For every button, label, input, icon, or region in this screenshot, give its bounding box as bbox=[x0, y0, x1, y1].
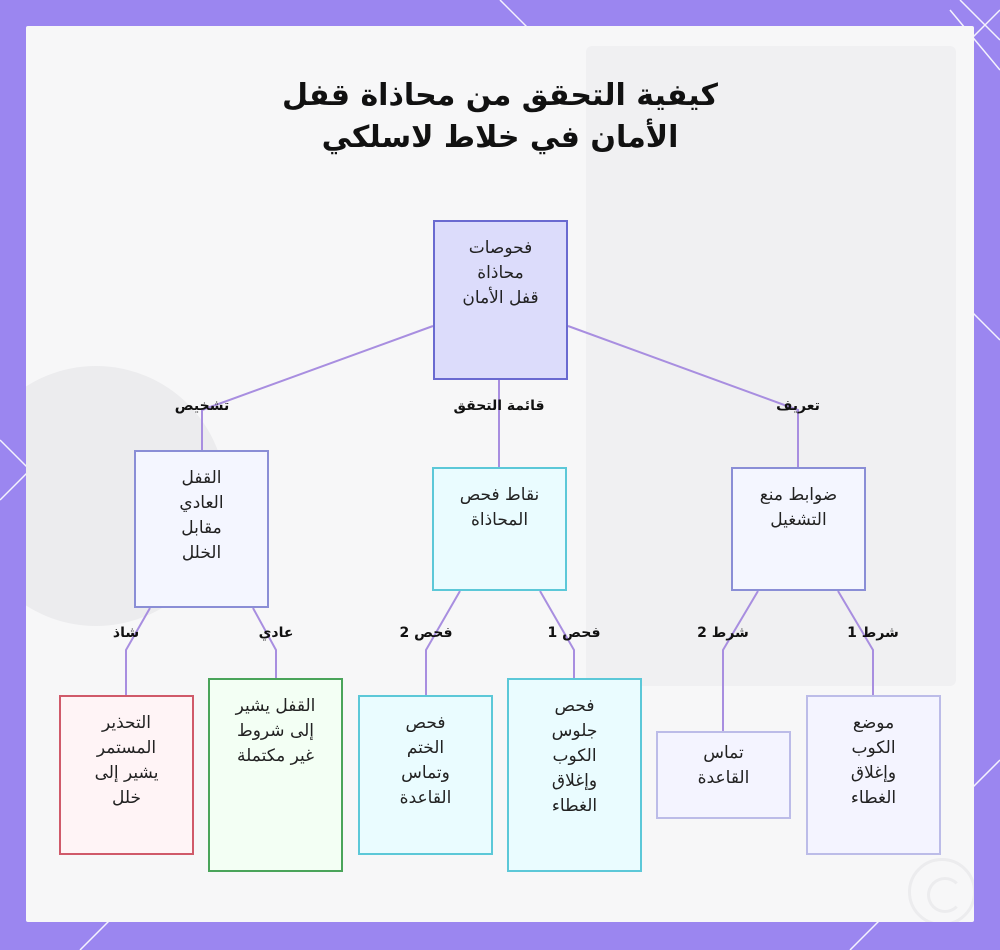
node-cup-check-text: فحص جلوس الكوب وإغلاق الغطاء bbox=[552, 694, 598, 819]
node-controls-line: التشغيل bbox=[770, 510, 827, 530]
node-diagnosis-line: العادي bbox=[179, 493, 224, 513]
watermark-logo-icon bbox=[908, 858, 974, 922]
node-root-line: فحوصات bbox=[468, 238, 533, 258]
node-diagnosis-line: الخلل bbox=[181, 543, 222, 563]
node-normal-lock-line: القفل يشير bbox=[235, 696, 316, 716]
edge-root-controls bbox=[567, 325, 799, 467]
edge-controls-cup-position bbox=[837, 590, 874, 695]
node-seal-check-line: القاعدة bbox=[399, 788, 452, 808]
edge-controls-base bbox=[722, 590, 759, 731]
edge-label-diagnosis: تشخيص bbox=[174, 398, 230, 414]
node-cup-position-line: الكوب bbox=[851, 738, 896, 758]
node-warning-line: المستمر bbox=[96, 738, 157, 758]
node-base-contact-text: تماس القاعدة bbox=[698, 741, 750, 791]
node-base-contact-line: تماس bbox=[703, 743, 744, 763]
node-controls-line: ضوابط منع bbox=[759, 485, 838, 505]
node-seal-check: فحص الختم وتماس القاعدة bbox=[358, 695, 493, 855]
node-root-text: فحوصات محاذاة قفل الأمان bbox=[462, 236, 538, 311]
edge-label-check2: فحص 2 bbox=[399, 625, 453, 641]
node-diagnosis-line: مقابل bbox=[181, 518, 222, 538]
node-diagnosis-text: القفل العادي مقابل الخلل bbox=[179, 466, 223, 566]
node-controls: ضوابط منع التشغيل bbox=[731, 467, 866, 591]
node-normal-lock: القفل يشير إلى شروط غير مكتملة bbox=[208, 678, 343, 872]
node-normal-lock-line: إلى شروط bbox=[236, 721, 315, 741]
edge-label-condition1: شرط 1 bbox=[847, 625, 899, 641]
edge-label-normal: عادي bbox=[258, 625, 294, 641]
node-cup-position-line: وإغلاق bbox=[850, 763, 897, 783]
node-cup-check-line: جلوس bbox=[551, 721, 598, 741]
node-cup-check-line: فحص bbox=[554, 696, 595, 716]
edge-label-checklist: قائمة التحقق bbox=[453, 398, 545, 414]
node-base-contact: تماس القاعدة bbox=[656, 731, 791, 819]
node-controls-text: ضوابط منع التشغيل bbox=[760, 483, 838, 533]
node-root-line: قفل الأمان bbox=[462, 288, 539, 308]
edge-root-diagnosis bbox=[201, 325, 434, 450]
edge-checkpoints-seal bbox=[425, 590, 461, 695]
node-normal-lock-line: غير مكتملة bbox=[237, 746, 314, 766]
node-seal-check-line: وتماس bbox=[401, 763, 450, 783]
edge-diagnosis-warning bbox=[125, 607, 151, 695]
title-line-1: كيفية التحقق من محاذاة قفل bbox=[282, 78, 718, 113]
node-seal-check-line: الختم bbox=[406, 738, 445, 758]
node-cup-check-line: الغطاء bbox=[551, 796, 598, 816]
title-line-2: الأمان في خلاط لاسلكي bbox=[321, 120, 679, 155]
node-normal-lock-text: القفل يشير إلى شروط غير مكتملة bbox=[236, 694, 316, 769]
node-diagnosis: القفل العادي مقابل الخلل bbox=[134, 450, 269, 608]
edge-checkpoints-cup bbox=[539, 590, 575, 678]
edge-diagnosis-normal bbox=[252, 607, 277, 678]
node-warning-line: خلل bbox=[112, 788, 142, 808]
edge-label-abnormal: شاذ bbox=[112, 625, 140, 641]
node-cup-check: فحص جلوس الكوب وإغلاق الغطاء bbox=[507, 678, 642, 872]
edge-label-check1: فحص 1 bbox=[547, 625, 601, 641]
node-cup-check-line: الكوب bbox=[552, 746, 597, 766]
node-checkpoints-line: المحاذاة bbox=[470, 510, 529, 530]
node-cup-check-line: وإغلاق bbox=[551, 771, 598, 791]
node-checkpoints: نقاط فحص المحاذاة bbox=[432, 467, 567, 591]
node-checkpoints-text: نقاط فحص المحاذاة bbox=[460, 483, 540, 533]
diagram-title: كيفية التحقق من محاذاة قفل الأمان في خلا… bbox=[200, 75, 800, 159]
node-root: فحوصات محاذاة قفل الأمان bbox=[433, 220, 568, 380]
node-diagnosis-line: القفل bbox=[181, 468, 222, 488]
node-cup-position-line: موضع bbox=[852, 713, 895, 733]
node-cup-position-line: الغطاء bbox=[850, 788, 897, 808]
node-base-contact-line: القاعدة bbox=[697, 768, 750, 788]
edge-label-condition2: شرط 2 bbox=[697, 625, 749, 641]
node-seal-check-line: فحص bbox=[405, 713, 446, 733]
node-warning-line: يشير إلى bbox=[94, 763, 159, 783]
node-warning: التحذير المستمر يشير إلى خلل bbox=[59, 695, 194, 855]
node-cup-position: موضع الكوب وإغلاق الغطاء bbox=[806, 695, 941, 855]
node-root-line: محاذاة bbox=[477, 263, 524, 283]
node-checkpoints-line: نقاط فحص bbox=[459, 485, 540, 505]
node-cup-position-text: موضع الكوب وإغلاق الغطاء bbox=[851, 711, 896, 811]
edge-label-definition: تعريف bbox=[776, 398, 820, 414]
node-seal-check-text: فحص الختم وتماس القاعدة bbox=[400, 711, 452, 811]
node-warning-line: التحذير bbox=[101, 713, 152, 733]
node-warning-text: التحذير المستمر يشير إلى خلل bbox=[95, 711, 159, 811]
